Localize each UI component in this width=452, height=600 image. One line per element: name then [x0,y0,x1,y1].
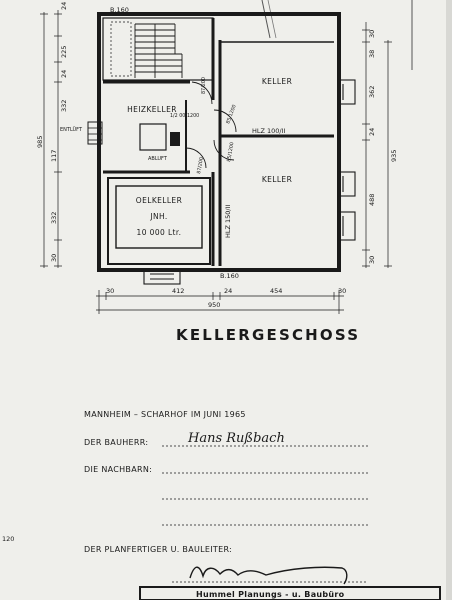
label-door-2: 87/200 [201,77,207,94]
dim-right-3: 24 [368,128,376,136]
bauherr-signature: Hans Rußbach [187,431,285,446]
room-label-oelkeller-jnh: JNH. [149,212,167,221]
planfertiger-signature-scribble [189,566,348,585]
left-dimension-lines [40,10,62,268]
dim-right-5: 488 [368,194,376,206]
label-door-4: 85/1200 [226,142,235,163]
door-swing-2 [213,109,237,133]
dim-bottom-3: 454 [270,287,282,295]
label-hlz150: HLZ 150/II [224,204,232,238]
room-label-keller-bottom: KELLER [262,175,292,184]
dim-left-5: 117 [50,150,58,162]
dim-left-7: 30 [50,254,58,262]
nachbarn-label: DIE NACHBARN: [84,465,152,474]
planfertiger-label: DER PLANFERTIGER U. BAULEITER: [84,545,232,554]
room-label-heizkeller: HEIZKELLER [127,105,177,114]
room-label-keller-top: KELLER [262,77,292,86]
door-swing-3 [213,139,235,161]
location-date-line: MANNHEIM – SCHARHOF IM JUNI 1965 [84,410,246,419]
dim-right-2: 362 [368,86,376,98]
dim-left-6: 332 [50,212,58,224]
boiler [139,123,167,151]
office-stamp [139,586,441,600]
stair-treads [134,23,183,78]
top-fold-line-2 [267,0,277,39]
dim-right-1: 38 [368,50,376,58]
label-b160-bottom: B.160 [220,272,239,280]
door-swing-4 [185,147,207,169]
right-light-wells [338,79,356,241]
dim-bottom-0: 30 [106,287,114,295]
label-door-5: 87/200 [196,157,205,175]
dim-left-0: 24 [60,2,68,10]
stair-landing-hatch [110,21,132,77]
dim-right-0: 30 [368,30,376,38]
dim-left-1: 225 [60,46,68,58]
oil-tank-room [107,177,211,265]
plan-title: KELLERGESCHOSS [176,326,360,344]
bottom-light-well [143,269,181,285]
dim-right-6: 30 [368,256,376,264]
margin-number: 120 [2,535,14,543]
dim-bottom-2: 24 [224,287,232,295]
dim-bottom-1: 412 [172,287,184,295]
dim-left-2: 24 [60,70,68,78]
dim-left-3: 332 [60,100,68,112]
right-scan-edge [446,0,452,600]
bauherr-label: DER BAUHERR: [84,438,148,447]
floor-plan: KELLER KELLER HEIZKELLER OELKELLER JNH. … [36,2,398,344]
top-fold-line [261,0,271,39]
dim-bottom-4: 30 [338,287,346,295]
label-hlz100: HLZ 100/II [252,127,286,135]
label-door-1: 1/2 00/1200 [170,113,199,119]
dim-right-4: 935 [390,150,398,162]
outer-wall [97,12,341,272]
dim-total: 950 [208,301,220,309]
left-vent [87,121,103,145]
label-entlueft: ENTLÜFT [60,126,83,133]
label-b160-top: B.160 [110,6,129,14]
chimney [170,132,180,146]
door-swing-1 [191,81,213,105]
bottom-dimension-lines [96,290,344,314]
label-abluft: ABLUFT [148,156,168,162]
office-stamp-text: Hummel Planungs - u. Baubüro [196,590,345,599]
oil-tank [115,185,203,249]
room-label-oelkeller: OELKELLER [136,196,182,205]
right-dimension-lines [362,22,392,268]
room-label-oelkeller-volume: 10 000 Ltr. [137,228,182,237]
dim-left-4: 985 [36,136,44,148]
signature-form: MANNHEIM – SCHARHOF IM JUNI 1965 DER BAU… [2,410,441,600]
